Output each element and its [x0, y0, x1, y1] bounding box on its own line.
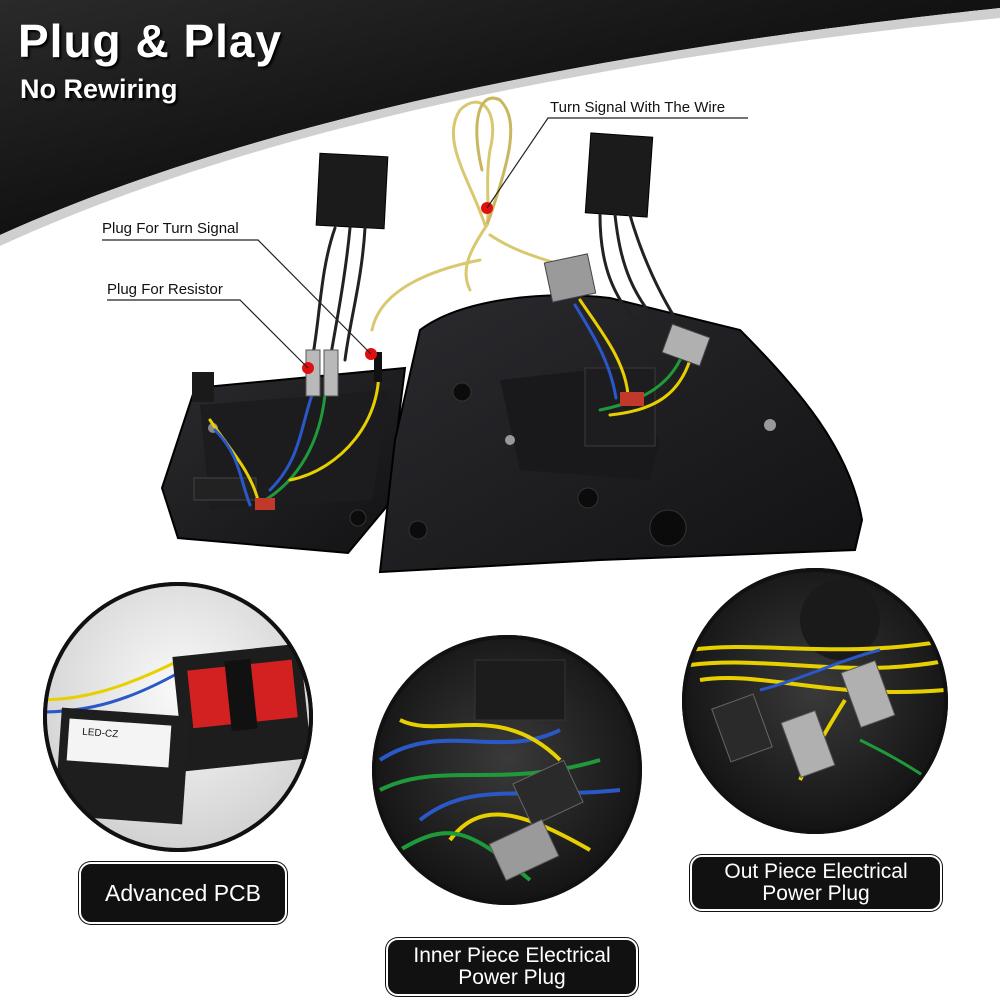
callout-plug-turn-signal: Plug For Turn Signal	[102, 220, 239, 237]
harness-connectors	[255, 253, 711, 510]
inner-tail-lamp	[160, 366, 407, 555]
inner-plug-label-pill: Inner Piece Electrical Power Plug	[386, 938, 638, 996]
outer-plug-inset	[682, 568, 948, 834]
header-banner	[0, 0, 1000, 246]
inner-plug-inset	[372, 635, 642, 905]
outer-plug-label-line1: Out Piece Electrical	[724, 859, 908, 883]
pcb-module-label: LED-CZ	[82, 727, 119, 740]
callout-turn-signal-wire: Turn Signal With The Wire	[550, 99, 726, 116]
hero-subtitle: No Rewiring	[20, 74, 178, 104]
pcb-label-pill: Advanced PCB	[79, 862, 287, 924]
hero-title: Plug & Play	[18, 15, 283, 67]
callout-plug-resistor: Plug For Resistor	[107, 281, 223, 298]
callout-leaders	[102, 117, 748, 369]
pcb-label: Advanced PCB	[105, 879, 261, 906]
outer-plug-label-line2: Power Plug	[762, 882, 870, 905]
left-resistor-box	[315, 152, 389, 230]
wiring-harness	[208, 96, 692, 507]
pcb-inset: LED-CZ	[43, 582, 313, 852]
inner-plug-label-line2: Power Plug	[458, 966, 566, 989]
outer-plug-label-pill: Out Piece Electrical Power Plug	[690, 855, 942, 911]
inner-plug-label-line1: Inner Piece Electrical	[413, 943, 611, 967]
outer-tail-lamp	[378, 294, 864, 574]
right-resistor-box	[584, 132, 654, 218]
